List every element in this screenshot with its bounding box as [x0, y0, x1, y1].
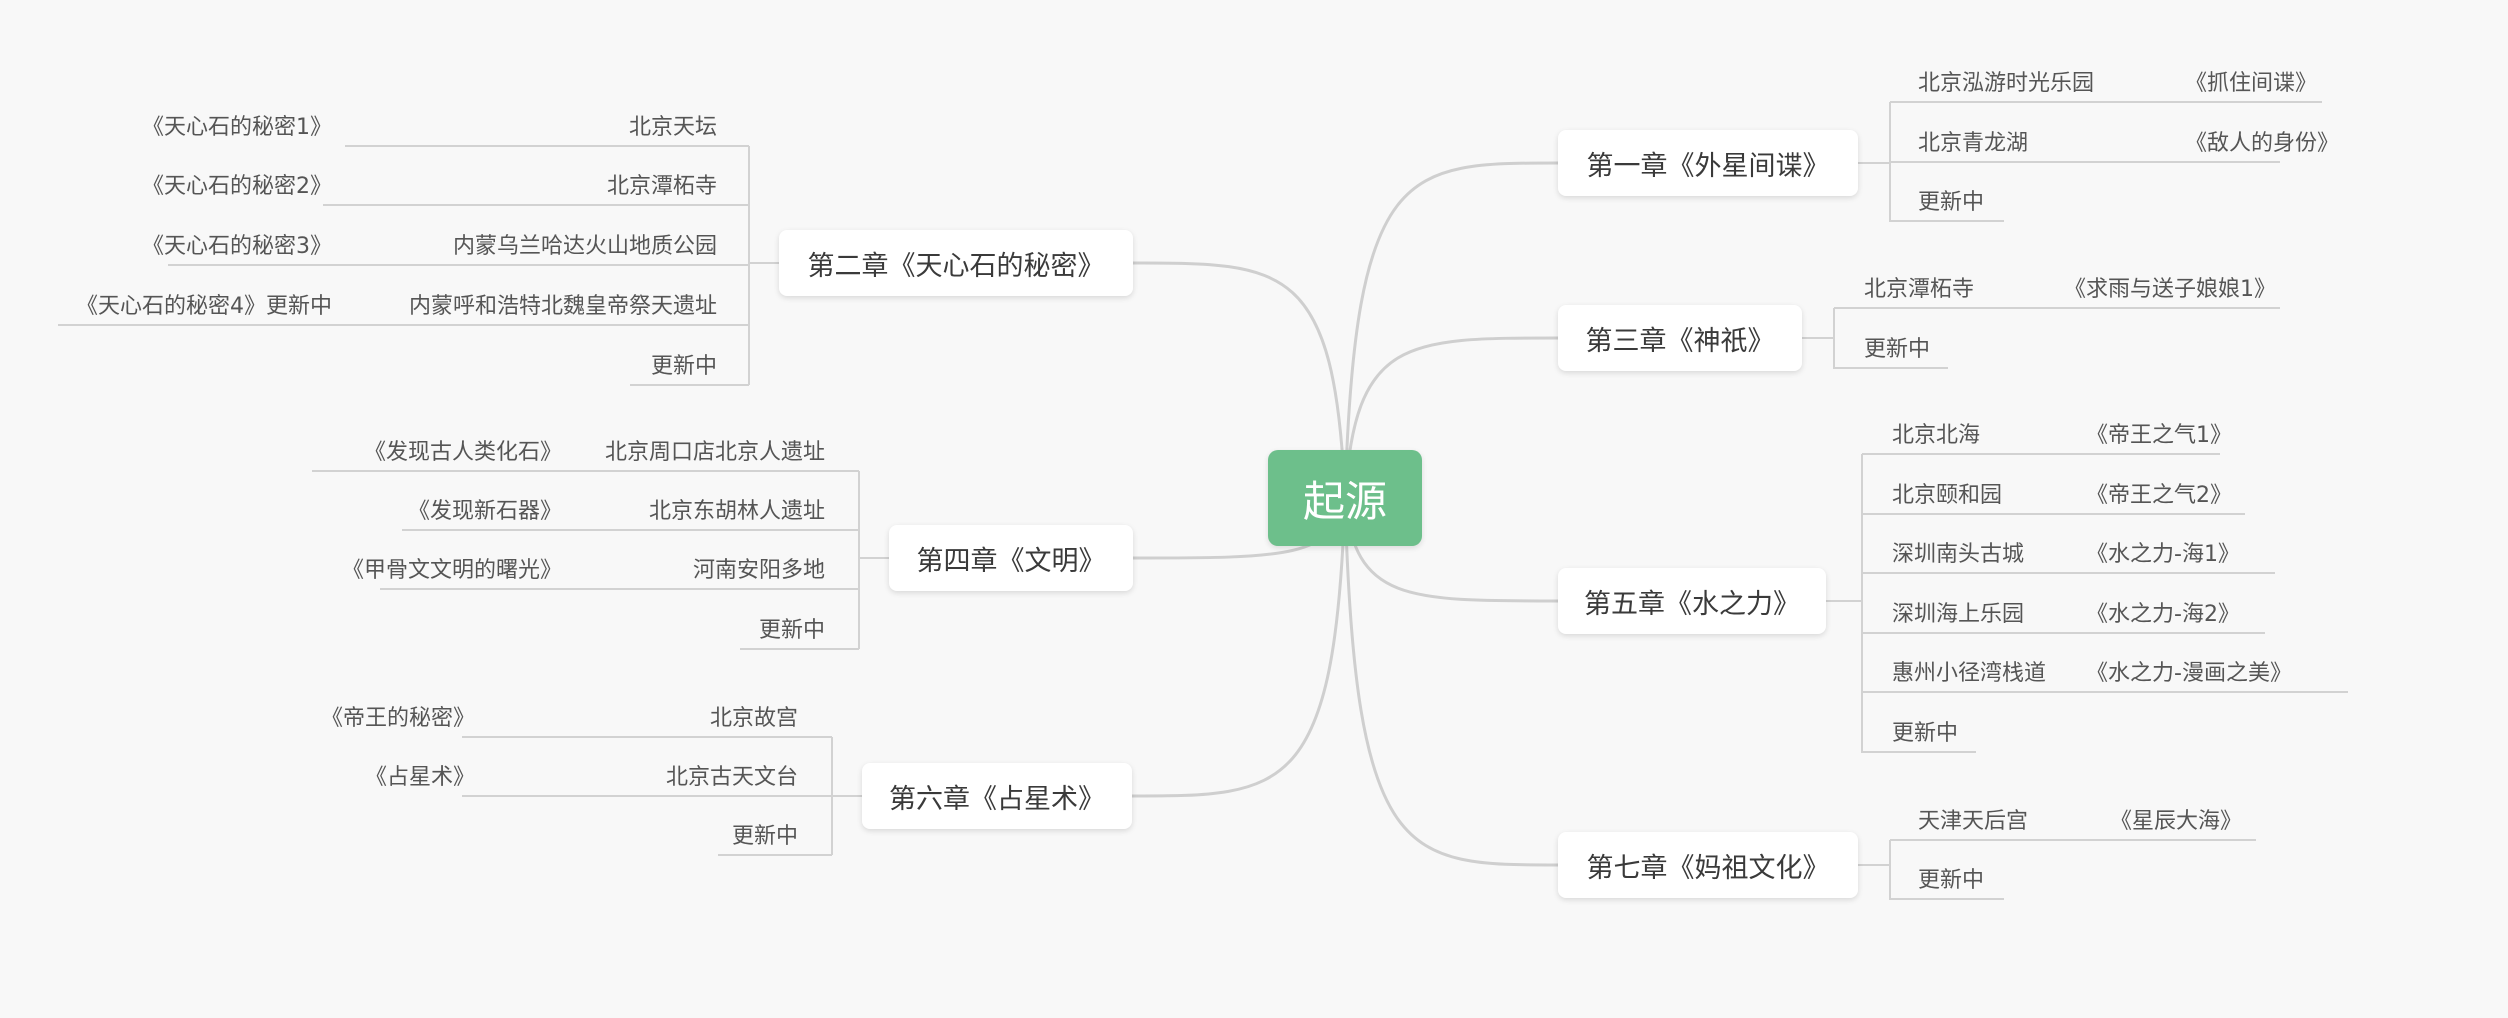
location-label[interactable]: 北京东胡林人遗址: [648, 499, 825, 524]
updating-label[interactable]: 更新中: [1864, 337, 1931, 362]
location-label[interactable]: 天津天后宫: [1918, 809, 2029, 834]
location-label[interactable]: 北京潭柘寺: [606, 174, 717, 199]
episode-label[interactable]: 《天心石的秘密1》: [142, 115, 332, 140]
episode-label[interactable]: 《抓住间谍》: [2185, 71, 2318, 96]
episode-label[interactable]: 《帝王的秘密》: [320, 706, 475, 731]
location-label[interactable]: 北京天坛: [628, 115, 717, 140]
chapter-node[interactable]: 第五章《水之力》: [1558, 568, 1826, 634]
episode-label[interactable]: 《帝王之气2》: [2086, 483, 2232, 508]
episode-label[interactable]: 《发现新石器》: [407, 499, 562, 524]
location-label[interactable]: 深圳南头古城: [1892, 542, 2025, 567]
updating-label[interactable]: 更新中: [731, 824, 798, 849]
leaf-connector: [1833, 308, 1840, 369]
episode-label[interactable]: 《水之力-海1》: [2086, 542, 2240, 567]
updating-label[interactable]: 更新中: [650, 354, 717, 379]
location-label[interactable]: 北京泓游时光乐园: [1918, 71, 2095, 96]
chapter-node[interactable]: 第三章《神祇》: [1558, 305, 1802, 371]
branch-connector: [1343, 497, 1559, 867]
leaf-connector: [1861, 454, 1868, 753]
location-label[interactable]: 惠州小径湾栈道: [1892, 661, 2047, 686]
branch-connector: [1343, 336, 1559, 499]
location-label[interactable]: 内蒙乌兰哈达火山地质公园: [452, 234, 717, 259]
location-label[interactable]: 北京北海: [1892, 423, 1981, 448]
updating-label[interactable]: 更新中: [1918, 868, 1985, 893]
chapter-node[interactable]: 第四章《文明》: [889, 525, 1133, 591]
location-label[interactable]: 北京故宫: [709, 706, 798, 731]
location-label[interactable]: 北京古天文台: [665, 765, 798, 790]
location-label[interactable]: 河南安阳多地: [692, 558, 825, 583]
location-label[interactable]: 北京周口店北京人遗址: [604, 440, 825, 465]
episode-label[interactable]: 《天心石的秘密4》更新中: [76, 294, 332, 319]
episode-label[interactable]: 《求雨与送子娘娘1》: [2064, 277, 2276, 302]
updating-label[interactable]: 更新中: [758, 618, 825, 643]
episode-label[interactable]: 《帝王之气1》: [2086, 423, 2232, 448]
chapter-node[interactable]: 第七章《妈祖文化》: [1558, 832, 1858, 898]
episode-label[interactable]: 《水之力-海2》: [2086, 602, 2240, 627]
branch-connector: [1132, 261, 1347, 499]
location-label[interactable]: 北京青龙湖: [1918, 131, 2029, 156]
episode-label[interactable]: 《敌人的身份》: [2185, 131, 2340, 156]
chapter-node[interactable]: 第一章《外星间谍》: [1558, 130, 1858, 196]
root-node[interactable]: 起源: [1268, 450, 1422, 546]
leaf-connector: [1889, 840, 1896, 900]
episode-label[interactable]: 《发现古人类化石》: [363, 440, 562, 465]
episode-label[interactable]: 《甲骨文文明的曙光》: [341, 558, 562, 583]
episode-label[interactable]: 《占星术》: [364, 765, 475, 790]
location-label[interactable]: 北京潭柘寺: [1864, 277, 1975, 302]
branch-connector: [1131, 497, 1347, 798]
location-label[interactable]: 内蒙呼和浩特北魏皇帝祭天遗址: [408, 294, 717, 319]
location-label[interactable]: 北京颐和园: [1892, 483, 2003, 508]
branch-connector: [1343, 161, 1559, 499]
episode-label[interactable]: 《天心石的秘密2》: [142, 174, 332, 199]
episode-label[interactable]: 《水之力-漫画之美》: [2086, 661, 2292, 686]
location-label[interactable]: 深圳海上乐园: [1892, 602, 2025, 627]
chapter-node[interactable]: 第六章《占星术》: [862, 763, 1132, 829]
episode-label[interactable]: 《星辰大海》: [2110, 809, 2243, 834]
updating-label[interactable]: 更新中: [1892, 721, 1959, 746]
updating-label[interactable]: 更新中: [1918, 190, 1985, 215]
episode-label[interactable]: 《天心石的秘密3》: [142, 234, 332, 259]
chapter-node[interactable]: 第二章《天心石的秘密》: [779, 230, 1133, 296]
